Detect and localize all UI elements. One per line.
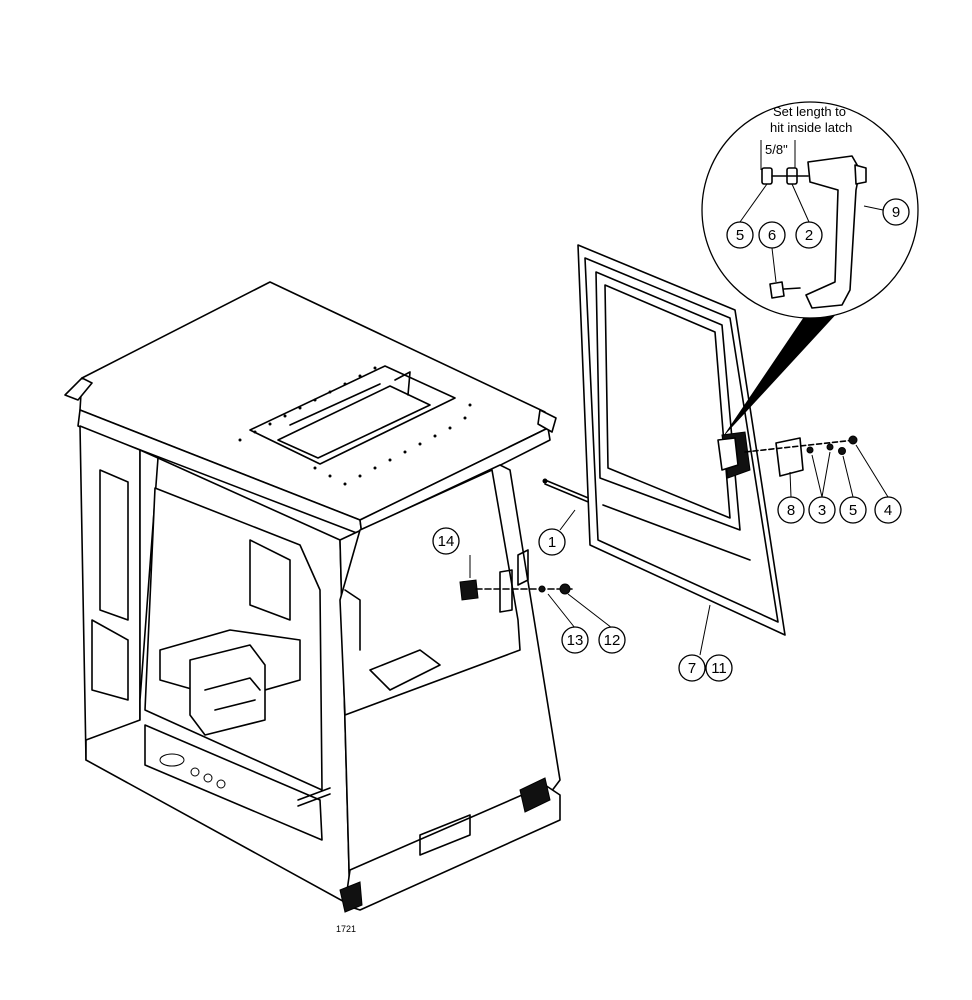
callout-11: 11 [705, 654, 733, 682]
svg-text:11: 11 [711, 660, 727, 677]
callout-7: 7 [678, 654, 706, 682]
door-opening [339, 469, 521, 716]
leader-lines [469, 183, 889, 656]
svg-text:8: 8 [787, 502, 795, 519]
cab-assembly [64, 281, 561, 913]
latch-plate [775, 437, 804, 477]
roof-hatch [249, 365, 456, 465]
detail-circle [701, 101, 919, 319]
roof-rivets [238, 366, 472, 486]
svg-text:12: 12 [604, 632, 621, 649]
nut-5 [838, 447, 846, 455]
handle-detail: Set length to hit inside latch 5/8" [701, 101, 919, 438]
svg-text:6: 6 [768, 227, 776, 244]
svg-text:5: 5 [736, 227, 744, 244]
door-glass [595, 271, 741, 531]
detail-note-line2: hit inside latch [770, 120, 852, 135]
callout-9: 9 [882, 198, 910, 226]
callout-5-detail: 5 [726, 221, 754, 249]
svg-text:4: 4 [884, 502, 892, 519]
washer-3b [826, 443, 834, 451]
svg-text:5: 5 [849, 502, 857, 519]
hinge-nut [559, 583, 571, 595]
washer-3a [806, 446, 814, 454]
callout-6: 6 [758, 221, 786, 249]
callout-2: 2 [795, 221, 823, 249]
screw-4 [848, 435, 858, 445]
callout-8: 8 [777, 496, 805, 524]
callout-4: 4 [874, 496, 902, 524]
svg-text:9: 9 [892, 204, 900, 221]
dimension-label: 5/8" [765, 142, 788, 157]
callout-3: 3 [808, 496, 836, 524]
svg-text:2: 2 [805, 227, 813, 244]
hinge-bolt [459, 579, 479, 601]
callout-14: 14 [432, 527, 460, 555]
cab-door [577, 244, 786, 636]
svg-text:7: 7 [688, 660, 696, 677]
detail-note-line1: Set length to [773, 104, 846, 119]
callout-5-door: 5 [839, 496, 867, 524]
callout-balloons: 1 14 13 12 7 11 8 3 [432, 198, 910, 682]
hinge-hardware [459, 569, 576, 613]
callout-1: 1 [538, 528, 566, 556]
figure-number: 1721 [336, 924, 356, 934]
callout-13: 13 [561, 626, 589, 654]
svg-text:1: 1 [548, 534, 556, 551]
svg-text:3: 3 [818, 502, 826, 519]
svg-text:13: 13 [567, 632, 584, 649]
callout-12: 12 [598, 626, 626, 654]
lock-washer [538, 585, 546, 593]
latch-hardware [744, 435, 858, 477]
svg-text:14: 14 [438, 533, 455, 550]
